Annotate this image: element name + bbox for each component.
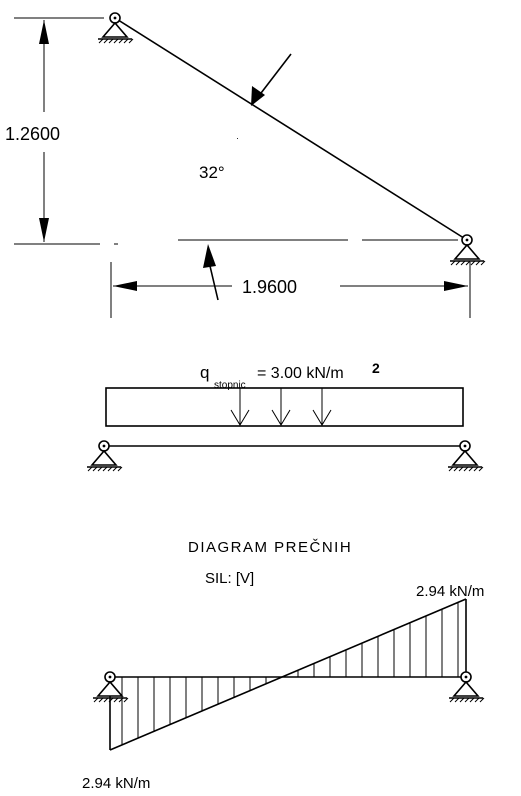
shear-hatching [121,602,459,745]
angle-label: 32° [199,163,225,182]
height-dimension: 1.2600 [5,20,60,242]
load-arrow-beam [251,53,292,106]
load-exponent: 2 [372,360,380,376]
shear-line [109,598,467,751]
span-dimension-label: 1.9600 [242,277,297,297]
distributed-load-block [105,387,464,427]
shear-left-value: 2.94 kN/m [82,775,150,792]
load-subscript: stopnic [214,380,246,391]
shear-right-value: 2.94 kN/m [416,583,484,600]
diagram-title-line1: DIAGRAM PREČNIH [188,539,352,556]
span-dimension: 1.9600 [110,262,471,318]
svg-text:·: · [236,133,239,143]
inclined-beam-section: 1.2600 · 32° 1.9600 [5,12,486,318]
load-model-section: q stopnic = 3.00 kN/m 2 [86,360,484,472]
inclined-beam [114,17,468,241]
load-symbol: q [200,363,209,382]
load-arrows [230,388,332,426]
reaction-arrow [203,244,219,301]
shear-diagram-section: DIAGRAM PREČNIH SIL: [V] 2.94 kN/m 2.94 … [82,539,485,792]
load-value: = 3.00 kN/m [257,365,344,382]
height-dimension-label: 1.2600 [5,124,60,144]
diagram-title-line2: SIL: [V] [205,570,254,587]
